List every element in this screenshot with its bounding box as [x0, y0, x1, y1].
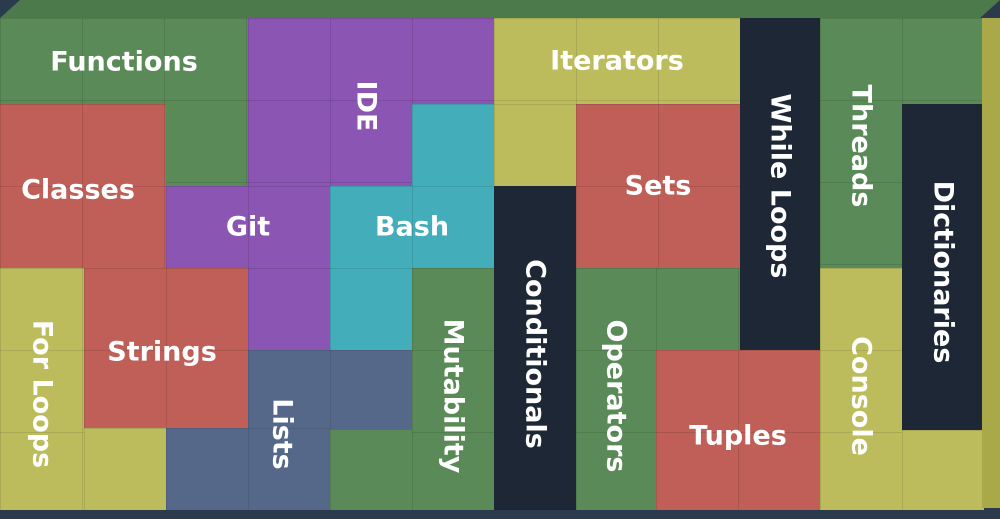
label-conditionals: Conditionals [519, 259, 551, 449]
block-for-loops-foot [84, 428, 166, 510]
block-bash-lower [330, 268, 412, 350]
label-operators: Operators [600, 319, 632, 473]
block-iterators[interactable]: Iterators [494, 18, 740, 104]
block-iterators-lower [494, 104, 576, 186]
block-threads[interactable]: Threads [820, 18, 902, 268]
block-sets[interactable]: Sets [576, 104, 740, 268]
label-console: Console [845, 336, 877, 456]
block-tuples[interactable]: Tuples [656, 350, 820, 510]
block-console-foot [902, 430, 984, 510]
block-strings[interactable]: Strings [84, 268, 248, 428]
label-strings: Strings [107, 336, 217, 368]
label-classes: Classes [21, 174, 135, 206]
block-dictionaries[interactable]: Dictionaries [902, 104, 984, 430]
block-git[interactable]: Git [166, 186, 330, 268]
filler-green-bottom [330, 428, 412, 510]
label-lists: Lists [266, 398, 298, 470]
label-iterators: Iterators [550, 45, 684, 77]
label-while-loops: While Loops [764, 93, 796, 279]
label-functions: Functions [50, 46, 198, 78]
label-git: Git [225, 211, 271, 243]
block-bash[interactable]: Bash [330, 186, 494, 268]
block-conditionals[interactable]: Conditionals [494, 186, 576, 510]
label-threads: Threads [845, 84, 877, 208]
block-operators[interactable]: Operators [576, 268, 656, 510]
block-console[interactable]: Console [820, 268, 902, 510]
block-operators-top [656, 268, 740, 350]
block-threads-top [902, 18, 984, 104]
block-mutability[interactable]: Mutability [412, 268, 494, 510]
label-ide: IDE [350, 80, 382, 132]
label-dictionaries: Dictionaries [927, 180, 959, 364]
label-tuples: Tuples [689, 420, 787, 452]
board-right-edge [982, 18, 1000, 508]
block-while-loops[interactable]: While Loops [740, 18, 820, 350]
label-bash: Bash [374, 211, 450, 243]
block-for-loops[interactable]: For Loops [0, 268, 84, 510]
block-functions[interactable]: Functions [0, 18, 248, 106]
block-lists[interactable] [166, 428, 330, 510]
label-mutability: Mutability [437, 318, 469, 474]
label-sets: Sets [624, 170, 692, 202]
board-top-edge [0, 0, 1000, 18]
label-for-loops: For Loops [26, 319, 58, 469]
block-classes[interactable]: Classes [0, 104, 166, 268]
